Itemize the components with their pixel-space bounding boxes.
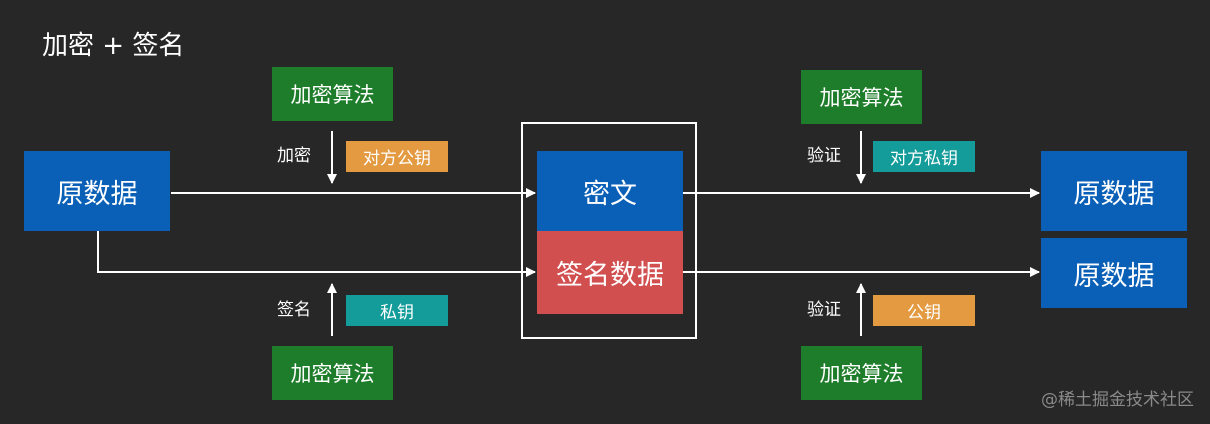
output-top-data-box: 原数据: [1041, 151, 1187, 231]
left-top-algorithm-box: 加密算法: [272, 67, 393, 121]
output-bottom-data-box: 原数据: [1041, 238, 1187, 308]
package-frame: [521, 122, 697, 339]
watermark-text: @稀土掘金技术社区: [1041, 390, 1194, 410]
sign-label: 签名: [277, 300, 311, 320]
verify-bottom-label: 验证: [807, 300, 841, 320]
left-bottom-algorithm-box: 加密算法: [272, 346, 393, 400]
encrypt-label: 加密: [277, 146, 311, 166]
verify-top-label: 验证: [807, 146, 841, 166]
ciphertext-box: 密文: [537, 151, 683, 231]
right-top-algorithm-box: 加密算法: [801, 70, 922, 124]
verify-bottom-key-box: 公钥: [873, 295, 975, 326]
sign-key-box: 私钥: [346, 295, 448, 326]
source-data-box: 原数据: [24, 151, 170, 231]
signature-data-box: 签名数据: [537, 231, 683, 314]
diagram-title: 加密 + 签名: [42, 31, 185, 61]
encrypt-key-box: 对方公钥: [346, 141, 448, 172]
right-bottom-algorithm-box: 加密算法: [801, 346, 922, 400]
arrow-source-to-signature: [97, 231, 536, 277]
verify-top-key-box: 对方私钥: [873, 141, 975, 172]
